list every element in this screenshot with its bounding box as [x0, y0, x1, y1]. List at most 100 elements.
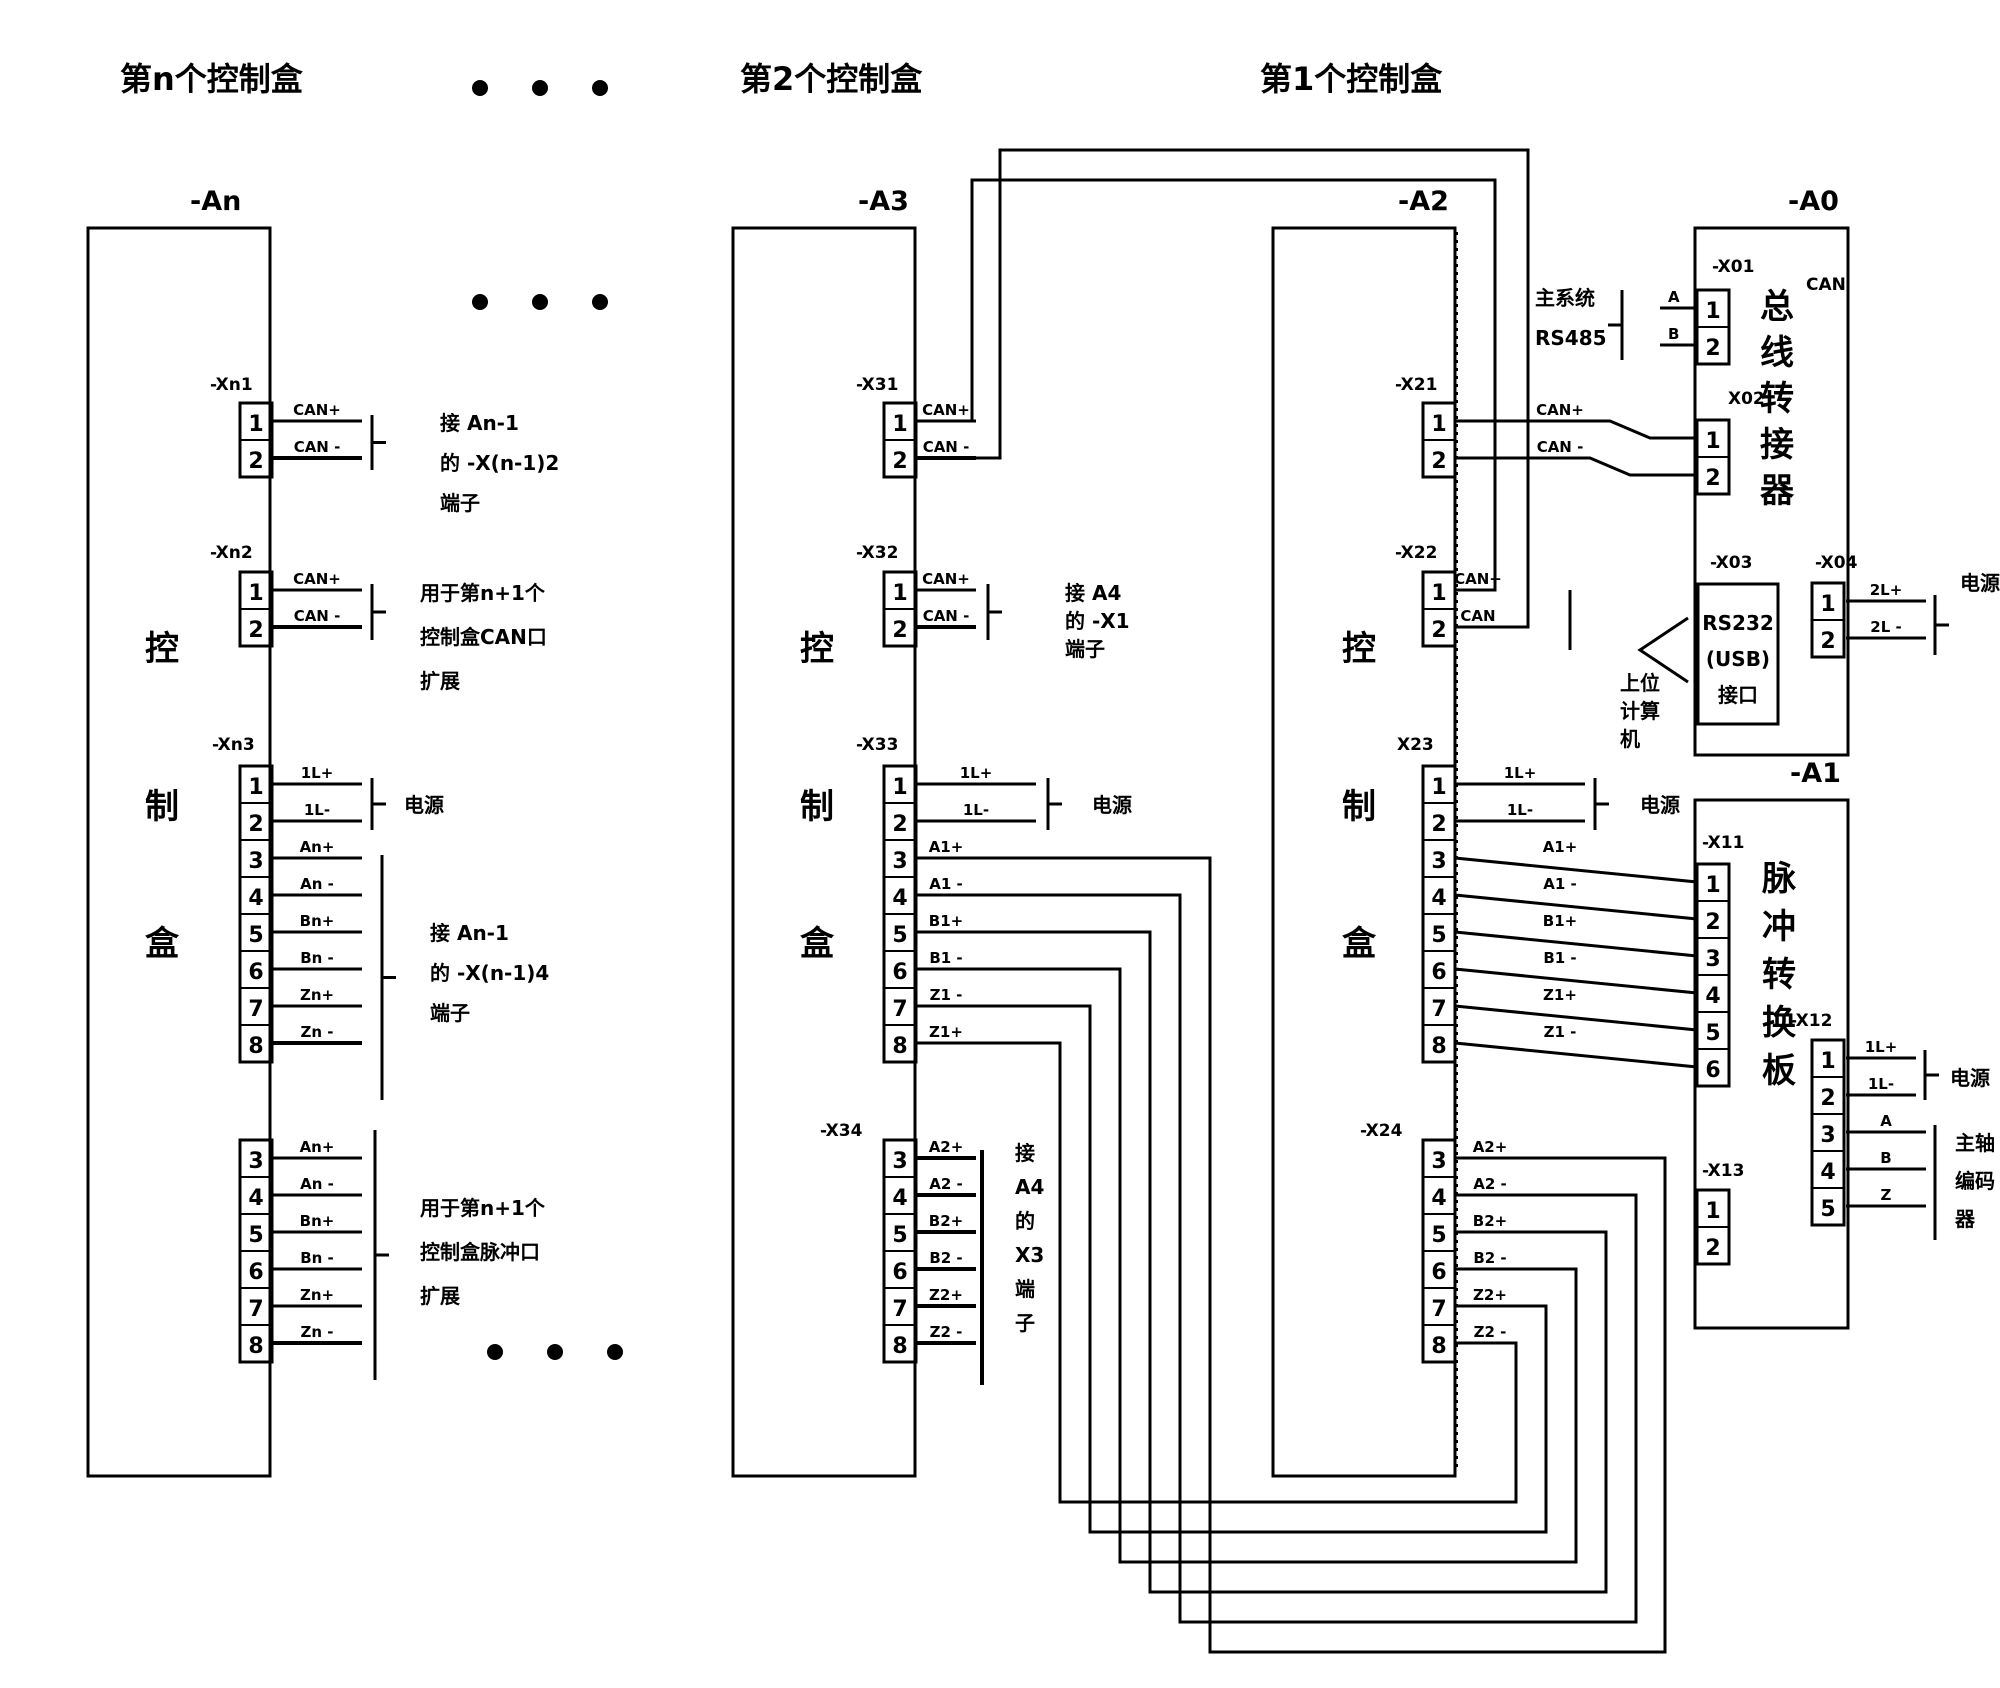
note-pc-port: 计算 — [1620, 699, 1660, 723]
pulse-board-char: 板 — [1762, 1051, 1796, 1091]
conn-x21: -X21 — [1395, 375, 1437, 395]
strip-x11-pin-number: 3 — [1705, 947, 1720, 972]
a3-x32-can-m-label: CAN - — [923, 607, 970, 625]
rs232-port-box — [1696, 582, 1780, 726]
strip-x23-pin-number: 7 — [1431, 997, 1446, 1022]
strip-x22-pin-number: 2 — [1431, 618, 1446, 643]
strip-xn3-pin-number: 3 — [248, 849, 263, 874]
control-box-char-a2: 控 — [1342, 629, 1376, 669]
a2-x23-z1p: Z1+ — [1543, 986, 1577, 1004]
an-power-m-label: 1L- — [304, 801, 330, 819]
heading-box-n: 第n个控制盒 — [120, 60, 304, 98]
note-a3-can-a4: 端子 — [1065, 637, 1105, 661]
a3-a2-can-p-wire — [916, 178, 1497, 592]
a2-power-p-label: 1L+ — [1504, 764, 1537, 782]
note-a3-pulse-a4: X3 — [1015, 1243, 1044, 1267]
strip-x11-pin-number: 6 — [1705, 1058, 1720, 1083]
strip-x12 — [1810, 1038, 1846, 1227]
a3-x31-can-m-label: CAN - — [923, 438, 970, 456]
a3-to-a2-pulse-wire — [916, 893, 1638, 1624]
note-host-bus: RS485 — [1535, 326, 1607, 350]
strip-x33-pin-number: 4 — [892, 886, 907, 911]
strip-x34-pin-number: 7 — [892, 1297, 907, 1322]
conn-xn2: -Xn2 — [210, 543, 253, 563]
a2-x24-label: Z2 - — [1474, 1323, 1507, 1341]
strip-xn4-pin-number: 6 — [248, 1260, 263, 1285]
strip-x12-pin-number: 4 — [1820, 1160, 1835, 1185]
note-an-can-prev: 的 -X(n-1)2 — [440, 451, 559, 475]
strip-x32-pin-number: 1 — [892, 581, 907, 606]
strip-x04-pin-number: 1 — [1820, 592, 1835, 617]
control-box-char-an: 盒 — [145, 924, 180, 964]
strip-x33-pin-number: 5 — [892, 923, 907, 948]
an-exp-anm-label: An - — [300, 1175, 334, 1193]
can-converter-char: 转 — [1760, 379, 1794, 419]
a3-x34-z2p-label: Z2+ — [929, 1286, 963, 1304]
a0-x04-2l-p-label: 2L+ — [1870, 581, 1903, 599]
conn-x11: -X11 — [1702, 833, 1744, 853]
strip-x33-pin-number: 3 — [892, 849, 907, 874]
heading-box-2: 第2个控制盒 — [740, 60, 923, 98]
strip-x12-pin-number: 5 — [1820, 1197, 1835, 1222]
strip-xn3-pin-number: 1 — [248, 775, 263, 800]
a2-x22-can: CAN — [1460, 607, 1495, 625]
a3-power-m-label: 1L- — [963, 801, 989, 819]
a3-to-a2-pulse-wire — [916, 967, 1578, 1564]
note-an-can-prev: 接 An-1 — [440, 411, 519, 435]
note-an-can-prev: 端子 — [440, 491, 480, 515]
strip-xn4-pin-number: 8 — [248, 1334, 263, 1359]
strip-xn4-pin-number: 7 — [248, 1297, 263, 1322]
note-a0-power: 电源 — [1960, 571, 2000, 595]
pulse-board-char: 换 — [1762, 1003, 1796, 1043]
note-an-pulse-prev: 接 An-1 — [430, 921, 509, 945]
an-exp-bnp-label: Bn+ — [300, 1212, 335, 1230]
note-an-power: 电源 — [404, 793, 444, 817]
conn-x13: -X13 — [1702, 1161, 1744, 1181]
an-exp-bnm-label: Bn - — [300, 1249, 334, 1267]
strip-x23-pin-number: 3 — [1431, 849, 1446, 874]
strip-x02-pin-number: 1 — [1705, 429, 1720, 454]
a2-x24-label: B2 - — [1473, 1249, 1506, 1267]
a2-x21-can-p: CAN+ — [1536, 401, 1584, 419]
conn-x34: -X34 — [820, 1121, 863, 1141]
a2-a1-pulse-wire-z1p — [1454, 1004, 1698, 1032]
strip-x01-pin-number: 2 — [1705, 336, 1720, 361]
a3-x34-b2p-label: B2+ — [929, 1212, 963, 1230]
note-an-pulse-expand: 扩展 — [420, 1284, 460, 1308]
ellipsis-can-dot — [472, 294, 488, 310]
a3-pulse-label: A1 - — [929, 875, 963, 893]
strip-xn4-pin-number: 5 — [248, 1223, 263, 1248]
strip-x23-pin-number: 6 — [1431, 960, 1446, 985]
note-an-can-expand: 控制盒CAN口 — [420, 625, 547, 649]
a2-a1-pulse-wire-a1p — [1454, 856, 1698, 884]
strip-x24-pin-number: 7 — [1431, 1297, 1446, 1322]
a1-x12-1l-m-label: 1L- — [1868, 1075, 1894, 1093]
strip-x23-pin-number: 4 — [1431, 886, 1446, 911]
strip-x34-pin-number: 3 — [892, 1149, 907, 1174]
strip-xn1-pin-number: 1 — [248, 412, 263, 437]
ellipsis-can-dot — [532, 294, 548, 310]
a1-x12-b-label: B — [1880, 1149, 1891, 1167]
conn-x02: X02 — [1728, 389, 1765, 409]
a2-x21-can-m: CAN - — [1537, 438, 1584, 456]
a1-x12-1l-p-label: 1L+ — [1865, 1038, 1898, 1056]
a3-x32-can-p-label: CAN+ — [922, 570, 970, 588]
ellipsis-heading-dot — [592, 80, 608, 96]
pulse-board-char: 冲 — [1762, 907, 1796, 947]
strip-x12-pin-number: 1 — [1820, 1049, 1835, 1074]
strip-x12-pin-number: 2 — [1820, 1086, 1835, 1111]
strip-x32-pin-number: 2 — [892, 618, 907, 643]
strip-x24-pin-number: 4 — [1431, 1186, 1446, 1211]
ellipsis-can-dot — [592, 294, 608, 310]
strip-x13-pin-number: 1 — [1705, 1199, 1720, 1224]
note-a3-pulse-a4: 端 — [1015, 1277, 1035, 1301]
note-a3-power: 电源 — [1092, 793, 1132, 817]
strip-x31-pin-number: 1 — [892, 412, 907, 437]
a3-x34-a2p-label: A2+ — [929, 1138, 964, 1156]
a2-x23-z1m: Z1 - — [1544, 1023, 1577, 1041]
x01-a-label: A — [1668, 288, 1680, 306]
strip-x23-pin-number: 1 — [1431, 775, 1446, 800]
conn-xn3: -Xn3 — [212, 735, 255, 755]
strip-x11-pin-number: 2 — [1705, 910, 1720, 935]
control-box-char-an: 控 — [145, 629, 179, 669]
